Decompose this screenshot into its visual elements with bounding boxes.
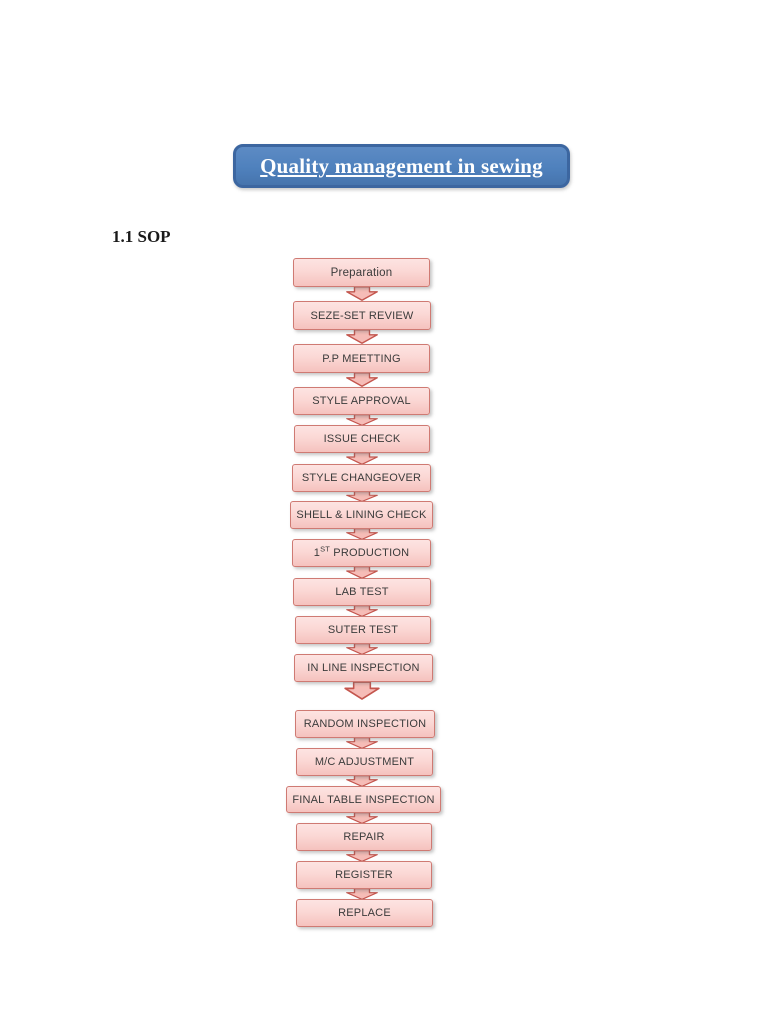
- down-arrow-icon: [346, 643, 378, 655]
- flow-step-lab-test: LAB TEST: [293, 578, 431, 606]
- flow-step-suter-test: SUTER TEST: [295, 616, 431, 644]
- section-heading: 1.1 SOP: [112, 227, 171, 246]
- flow-step-replace: REPLACE: [296, 899, 433, 927]
- flow-step-final-table-inspection: FINAL TABLE INSPECTION: [286, 786, 441, 813]
- flow-step-label: ISSUE CHECK: [323, 433, 401, 445]
- flow-step-label: STYLE CHANGEOVER: [301, 472, 422, 484]
- flow-step-preparation: Preparation: [293, 258, 430, 287]
- flow-step-label: REPLACE: [338, 907, 391, 919]
- down-arrow-icon: [346, 605, 378, 617]
- down-arrow-icon: [346, 888, 378, 900]
- flow-step-label: STYLE APPROVAL: [312, 395, 411, 407]
- flow-step-label: LAB TEST: [335, 586, 389, 598]
- flow-step-label: REGISTER: [335, 869, 393, 881]
- flow-step-label: SEZE-SET REVIEW: [310, 309, 414, 322]
- flow-step-seze-set-review: SEZE-SET REVIEW: [293, 301, 431, 330]
- down-arrow-icon: [346, 491, 378, 502]
- flow-step-label: M/C ADJUSTMENT: [314, 756, 415, 768]
- flow-step-shell-lining-check: SHELL & LINING CHECK: [290, 501, 433, 529]
- down-arrow-icon: [346, 812, 378, 824]
- flow-step-random-inspection: RANDOM INSPECTION: [295, 710, 435, 738]
- flow-step-style-approval: STYLE APPROVAL: [293, 387, 430, 415]
- flow-step-register: REGISTER: [296, 861, 432, 889]
- flow-step-label: REPAIR: [343, 831, 385, 843]
- flow-step-label: 1ST PRODUCTION: [313, 544, 410, 559]
- down-arrow-icon: [346, 286, 378, 301]
- down-arrow-icon: [346, 452, 378, 465]
- flow-step-label: IN LINE INSPECTION: [307, 662, 420, 674]
- flow-step-label: Preparation: [330, 266, 393, 279]
- flow-step-pp-meetting: P.P MEETTING: [293, 344, 430, 373]
- flow-step-first-production: 1ST PRODUCTION: [292, 539, 431, 567]
- flow-step-repair: REPAIR: [296, 823, 432, 851]
- flow-step-label: P.P MEETTING: [322, 352, 401, 365]
- flow-step-label: RANDOM INSPECTION: [303, 718, 427, 730]
- flow-step-mc-adjustment: M/C ADJUSTMENT: [296, 748, 433, 776]
- flow-step-label: SHELL & LINING CHECK: [296, 509, 427, 521]
- title-banner: Quality management in sewing: [233, 144, 570, 188]
- down-arrow-icon: [346, 372, 378, 387]
- down-arrow-icon: [346, 566, 378, 579]
- flow-step-issue-check: ISSUE CHECK: [294, 425, 430, 453]
- flow-step-style-changeover: STYLE CHANGEOVER: [292, 464, 431, 492]
- page-title: Quality management in sewing: [260, 153, 543, 178]
- down-arrow-icon: [346, 329, 378, 344]
- down-arrow-icon: [344, 681, 380, 700]
- down-arrow-icon: [346, 775, 378, 787]
- flow-step-label: SUTER TEST: [327, 624, 399, 636]
- down-arrow-icon: [346, 528, 378, 540]
- down-arrow-icon: [346, 737, 378, 749]
- down-arrow-icon: [346, 414, 378, 426]
- flow-step-in-line-inspection: IN LINE INSPECTION: [294, 654, 433, 682]
- flow-step-label: FINAL TABLE INSPECTION: [292, 793, 435, 806]
- down-arrow-icon: [346, 850, 378, 862]
